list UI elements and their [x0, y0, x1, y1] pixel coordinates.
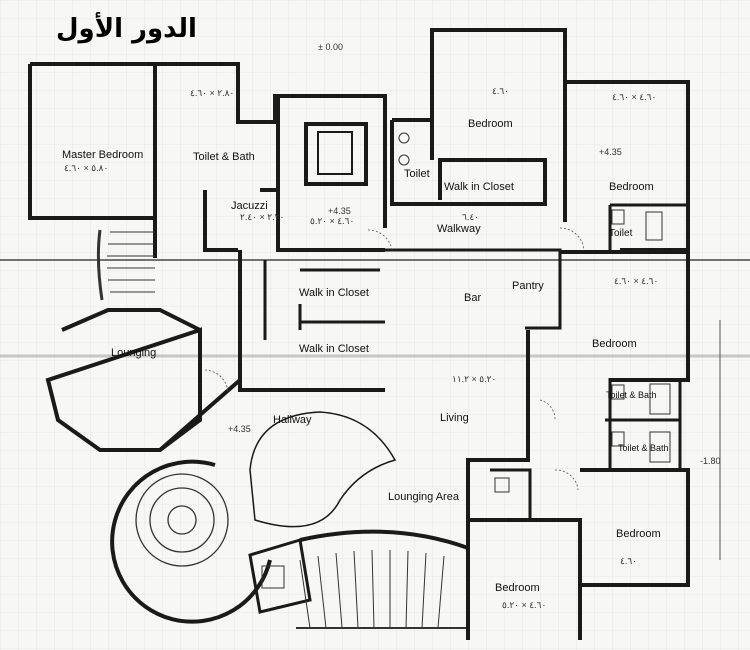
wall-master-left: [28, 64, 157, 258]
base-level: ± 0.00: [318, 42, 343, 52]
room-pantry: Pantry: [512, 280, 544, 292]
room-walk-in-closet-3: Walk in Closet: [299, 343, 369, 355]
level-master-suite: +4.35: [328, 206, 351, 216]
dim-living: ٥.٢٠ × ١١.٢: [452, 374, 497, 384]
dim-bedroom-bottom: ٤.٦٠ × ٥.٢٠: [502, 600, 547, 610]
wall-toilet-2: [608, 203, 690, 250]
room-bedroom-bottom: Bedroom: [495, 582, 540, 594]
dim-toilet-bath-1: ٢.٨٠ × ٤.٦٠: [190, 88, 235, 98]
wall-bedroom-bottom: [468, 518, 582, 640]
dim-bedroom-right: ٤.٦٠ × ٤.٦٠: [614, 276, 659, 286]
stair-core-inner: [317, 131, 353, 175]
room-toilet-bath-1: Toilet & Bath: [193, 151, 255, 163]
dim-walkway: ٦.٤٠: [462, 212, 480, 222]
wall-bedroom-right: [560, 250, 690, 382]
room-walk-in-closet-1: Walk in Closet: [444, 181, 514, 193]
wall-stair-room: [276, 96, 385, 252]
dim-bedroom-lower-right: ٤.٦٠: [620, 556, 638, 566]
room-living: Living: [440, 412, 469, 424]
room-lounging-area: Lounging Area: [388, 491, 459, 503]
wall-walkway: [385, 248, 562, 330]
room-bedroom-top-right: Bedroom: [609, 181, 654, 193]
fixtures: [261, 132, 671, 589]
room-walkway: Walkway: [437, 223, 481, 235]
stair-core: [304, 122, 368, 186]
level-hallway: +4.35: [228, 424, 251, 434]
room-toilet-1: Toilet: [404, 168, 430, 180]
room-toilet-bath-3: Toilet & Bath: [618, 443, 669, 453]
room-toilet-2: Toilet: [609, 228, 633, 239]
room-lounging: Lounging: [111, 347, 157, 359]
wall-master-suite-top: [30, 62, 387, 228]
wall-lounging-link: [158, 378, 242, 452]
wall-bedroom-lower-right: [580, 468, 690, 587]
entrance-stairs: [296, 549, 466, 629]
door-swings: [204, 227, 585, 491]
dim-bedroom-top-right: ٤.٦٠ × ٤.٦٠: [612, 92, 657, 102]
wall-small-bath: [490, 468, 532, 520]
room-hallway: Hallway: [273, 414, 312, 426]
wall-bedroom-top: [392, 28, 567, 122]
dim-master-bedroom: ٥.٨٠ × ٤.٦٠: [64, 163, 109, 173]
room-bedroom-lower-right: Bedroom: [616, 528, 661, 540]
wall-closets: [238, 250, 385, 392]
hallway-curve: [249, 411, 397, 528]
spiral-stair: [135, 473, 229, 567]
level-bedroom-top-right: +4.35: [599, 147, 622, 157]
room-toilet-bath-2: Toilet & Bath: [606, 390, 657, 400]
room-bedroom-top: Bedroom: [468, 118, 513, 130]
wall-toilet-closet: [390, 120, 547, 206]
wall-lounging: [45, 308, 202, 452]
wall-living-right: [466, 330, 530, 640]
dim-jacuzzi: ٢.٢٠ × ٢.٤٠: [240, 212, 285, 222]
room-bedroom-right: Bedroom: [592, 338, 637, 350]
wall-closet-dividers: [263, 260, 385, 340]
wall-tower: [110, 459, 272, 624]
room-jacuzzi: Jacuzzi: [231, 200, 268, 212]
room-bar: Bar: [464, 292, 482, 304]
level-exterior: -1.80: [700, 456, 721, 466]
dim-stair-room: ٤.٦٠ × ٥.٢٠: [310, 216, 355, 226]
dim-bedroom-top: ٤.٦٠: [492, 86, 510, 96]
side-stair: [96, 229, 155, 301]
plan-title: الدور الأول: [56, 14, 197, 44]
room-walk-in-closet-2: Walk in Closet: [299, 287, 369, 299]
room-master-bedroom: Master Bedroom: [62, 149, 144, 161]
wall-small-toilet: [248, 538, 312, 614]
wall-curved-front: [299, 529, 469, 550]
wall-jacuzzi: [203, 188, 278, 252]
